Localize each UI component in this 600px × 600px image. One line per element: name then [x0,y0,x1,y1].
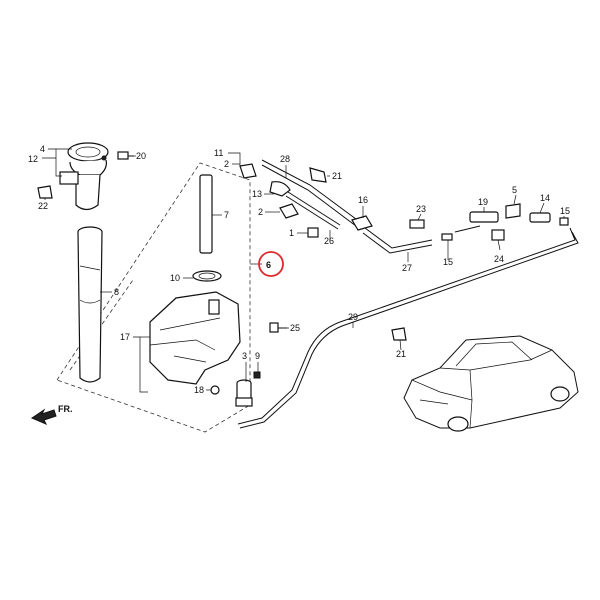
callout-7: 7 [224,210,229,220]
callout-21b: 21 [396,349,406,359]
callout-24: 24 [494,254,504,264]
bolt-25 [269,322,287,333]
callout-28: 28 [280,154,290,164]
assembly-outline [56,162,251,433]
callout-15b: 15 [560,206,570,216]
callout-21a: 21 [332,171,342,181]
callout-27: 27 [402,263,412,273]
car-silhouette [403,335,579,432]
callout-20: 20 [136,151,146,161]
filler-cap-group [37,142,134,211]
front-label: FR. [58,404,73,414]
callout-14: 14 [540,193,550,203]
leader-lines [42,148,565,393]
callout-10: 10 [170,273,180,283]
band-strap [199,174,213,254]
callout-17: 17 [120,332,130,342]
callout-2b: 2 [258,207,263,217]
callout-25: 25 [290,323,300,333]
callout-22: 22 [38,201,48,211]
callout-11: 11 [214,148,223,158]
callout-5: 5 [512,185,517,195]
clip-22 [37,185,53,199]
callout-16: 16 [358,195,368,205]
filler-tube [77,226,103,383]
callout-numbers: 4 12 20 22 8 7 10 17 3 9 18 25 6 11 2 13… [28,144,570,395]
nozzle-bolt-20 [117,151,134,160]
callout-3: 3 [242,351,247,361]
callout-23: 23 [416,204,426,214]
callout-29: 29 [348,312,358,322]
washer-tank [149,270,241,385]
callout-1: 1 [289,228,294,238]
front-arrow: FR. [30,404,73,425]
fittings [239,163,569,341]
callout-13: 13 [252,189,262,199]
callout-19: 19 [478,197,488,207]
callout-18: 18 [194,385,204,395]
callout-6: 6 [266,260,271,270]
callout-15a: 15 [443,257,453,267]
highlight-circle [258,251,284,277]
callout-12: 12 [28,154,38,164]
hose-lines [237,159,579,429]
callout-4: 4 [40,144,45,154]
callout-2a: 2 [224,159,229,169]
callout-26: 26 [324,236,334,246]
callout-8: 8 [114,287,119,297]
callout-9: 9 [255,351,260,361]
washer-motor [210,371,261,407]
